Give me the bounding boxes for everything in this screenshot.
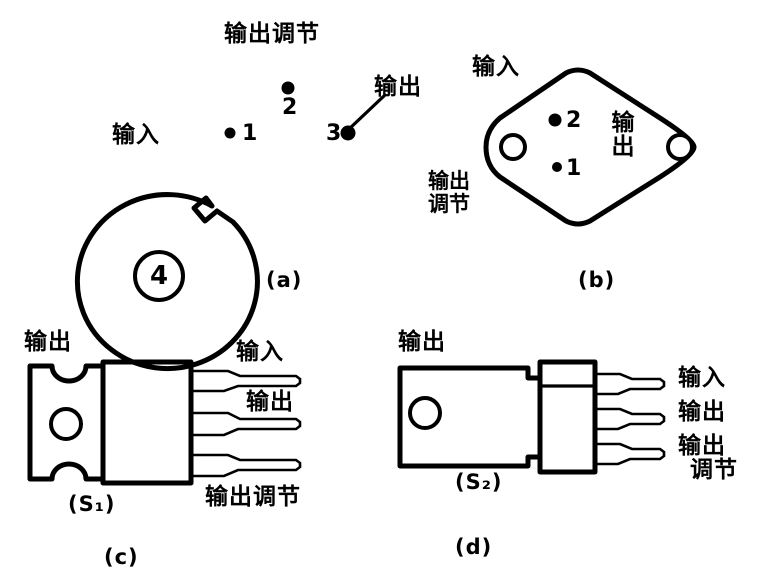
panel-a-pin-3-number: 3	[326, 121, 342, 146]
to220-lead-3	[189, 453, 302, 478]
to3-diamond-outline	[483, 67, 697, 227]
panel-a-pin-2-number: 2	[282, 95, 298, 120]
panel-c-label-output-tab: 输出	[24, 329, 72, 355]
pin-1-dot	[552, 162, 562, 172]
panel-a-caption: (a)	[266, 268, 303, 292]
panel-b-caption: (b)	[578, 268, 616, 292]
to218-body-outline	[537, 359, 598, 475]
panel-d-label-lead-output: 输出	[678, 399, 726, 425]
panel-d-caption: (d)	[455, 535, 493, 559]
to218-lead-2	[593, 407, 666, 431]
mount-hole-left	[499, 133, 527, 161]
panel-c-caption: (c)	[104, 545, 139, 569]
to218-lead-3	[593, 442, 666, 466]
figure-number-badge: 4	[133, 250, 185, 302]
pin-2-dot	[281, 81, 295, 95]
to220-lead-1	[189, 369, 302, 393]
panel-b-label-input: 输入	[472, 54, 520, 80]
panel-b-label-output-adjust-line2: 调节	[428, 192, 470, 216]
panel-d-label-output-tab: 输出	[398, 329, 446, 355]
panel-c-label-lead-output: 输出	[246, 389, 294, 415]
panel-d-label-lead-output-adjust-line2: 调节	[690, 457, 738, 483]
panel-b-label-output: 输出	[607, 110, 633, 158]
panel-b-pin-2-number: 2	[566, 108, 582, 133]
panel-c-body-label: (S₁)	[68, 492, 116, 516]
panel-b-label-output-adjust-line1: 输出	[428, 169, 470, 193]
pin-2-dot	[548, 113, 562, 127]
mount-hole-right	[666, 133, 694, 161]
panel-a-label-output-adjust: 输出调节	[224, 21, 320, 47]
panel-a-label-output: 输出	[374, 74, 422, 100]
pin-3-leader-line	[346, 93, 387, 132]
to218-lead-1	[593, 372, 666, 396]
pin-3-dot	[340, 125, 356, 141]
panel-d-label-lead-input: 输入	[678, 365, 726, 391]
to220-mount-hole	[49, 407, 83, 441]
to220-lead-2	[189, 411, 302, 437]
panel-b-pin-1-number: 1	[566, 156, 582, 181]
panel-a-pin-1-number: 1	[242, 121, 258, 146]
pin-1-dot	[224, 127, 236, 139]
to218-mount-hole	[408, 396, 442, 430]
panel-c-label-lead-input: 输入	[236, 339, 284, 365]
panel-d-label-lead-output-adjust-line1: 输出	[678, 433, 726, 459]
to39-can-outline	[74, 192, 260, 372]
panel-d-body-label: (S₂)	[455, 470, 503, 494]
panel-a-label-input: 输入	[112, 122, 160, 148]
panel-c-label-lead-output-adjust: 输出调节	[205, 484, 301, 510]
